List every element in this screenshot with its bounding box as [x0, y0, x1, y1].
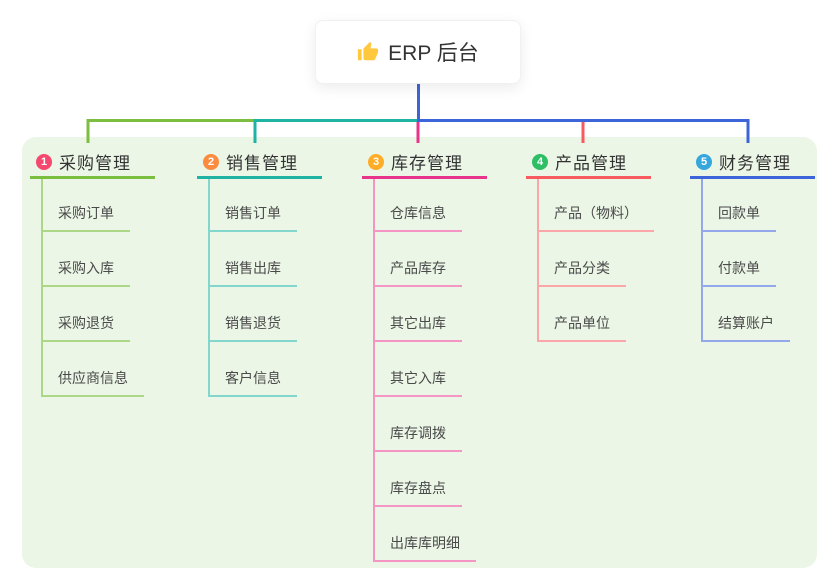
- branch-child-node[interactable]: 供应商信息: [41, 365, 144, 397]
- branch-child-label: 销售出库: [225, 260, 281, 276]
- branch-child-node[interactable]: 库存调拨: [373, 420, 462, 452]
- branch-title: 销售管理: [226, 154, 298, 173]
- branch-header-1[interactable]: 1 采购管理: [30, 150, 155, 179]
- branch-title: 产品管理: [555, 154, 627, 173]
- branch-child-node[interactable]: 其它入库: [373, 365, 462, 397]
- branch-child-label: 产品（物料）: [554, 205, 638, 221]
- branch-child-label: 采购入库: [58, 260, 114, 276]
- branch-child-label: 出库库明细: [390, 535, 460, 551]
- branch-title: 采购管理: [59, 154, 131, 173]
- branch-trunk-line: [41, 179, 43, 397]
- branch-trunk-line: [701, 179, 703, 342]
- branch-child-label: 客户信息: [225, 370, 281, 386]
- branch-child-node[interactable]: 客户信息: [208, 365, 297, 397]
- thumbs-up-icon: [358, 41, 379, 61]
- branch-child-label: 仓库信息: [390, 205, 446, 221]
- branch-child-label: 结算账户: [718, 315, 774, 331]
- branch-trunk-line: [537, 179, 539, 342]
- root-and-branch5-connector: [417, 84, 750, 143]
- branch-header-3[interactable]: 3 库存管理: [362, 150, 487, 179]
- branch-child-label: 供应商信息: [58, 370, 128, 386]
- branch-number-badge: 1: [36, 153, 52, 170]
- branch-child-label: 销售订单: [225, 205, 281, 221]
- branch-header-4[interactable]: 4 产品管理: [526, 150, 651, 179]
- branch-number-badge: 4: [532, 153, 548, 170]
- branch-child-node[interactable]: 结算账户: [701, 310, 790, 342]
- branch-number-badge: 2: [203, 153, 219, 170]
- branch-child-label: 产品分类: [554, 260, 610, 276]
- branch-child-label: 其它出库: [390, 315, 446, 331]
- branch-trunk-line: [208, 179, 210, 397]
- branch-trunk-line: [373, 179, 375, 562]
- branch-child-label: 产品库存: [390, 260, 446, 276]
- branch-child-label: 库存调拨: [390, 425, 446, 441]
- branch-child-node[interactable]: 产品单位: [537, 310, 626, 342]
- branch-child-node[interactable]: 产品分类: [537, 255, 626, 287]
- branch-child-label: 产品单位: [554, 315, 610, 331]
- branch-child-node[interactable]: 采购退货: [41, 310, 130, 342]
- branch-child-node[interactable]: 采购入库: [41, 255, 130, 287]
- mindmap-background-panel: [22, 137, 817, 568]
- branch-child-node[interactable]: 销售订单: [208, 200, 297, 232]
- branch-child-label: 其它入库: [390, 370, 446, 386]
- branch-child-node[interactable]: 销售退货: [208, 310, 297, 342]
- root-node[interactable]: ERP 后台: [315, 20, 521, 84]
- branch-child-node[interactable]: 库存盘点: [373, 475, 462, 507]
- branch-child-node[interactable]: 回款单: [701, 200, 776, 232]
- branch-number-badge: 3: [368, 153, 384, 170]
- branch-child-node[interactable]: 其它出库: [373, 310, 462, 342]
- branch-child-node[interactable]: 采购订单: [41, 200, 130, 232]
- branch-child-node[interactable]: 出库库明细: [373, 530, 476, 562]
- branch-header-5[interactable]: 5 财务管理: [690, 150, 815, 179]
- branch-child-label: 销售退货: [225, 315, 281, 331]
- branch-child-label: 采购退货: [58, 315, 114, 331]
- branch-child-label: 付款单: [718, 260, 760, 276]
- branch-child-label: 回款单: [718, 205, 760, 221]
- branch-header-2[interactable]: 2 销售管理: [197, 150, 322, 179]
- branch-child-label: 采购订单: [58, 205, 114, 221]
- root-node-label: ERP 后台: [388, 42, 479, 65]
- branch-child-node[interactable]: 产品（物料）: [537, 200, 654, 232]
- branch-child-node[interactable]: 仓库信息: [373, 200, 462, 232]
- branch-child-label: 库存盘点: [390, 480, 446, 496]
- branch-child-node[interactable]: 产品库存: [373, 255, 462, 287]
- branch-title: 财务管理: [719, 154, 791, 173]
- branch-child-node[interactable]: 销售出库: [208, 255, 297, 287]
- branch-child-node[interactable]: 付款单: [701, 255, 776, 287]
- branch-number-badge: 5: [696, 153, 712, 170]
- branch-title: 库存管理: [391, 154, 463, 173]
